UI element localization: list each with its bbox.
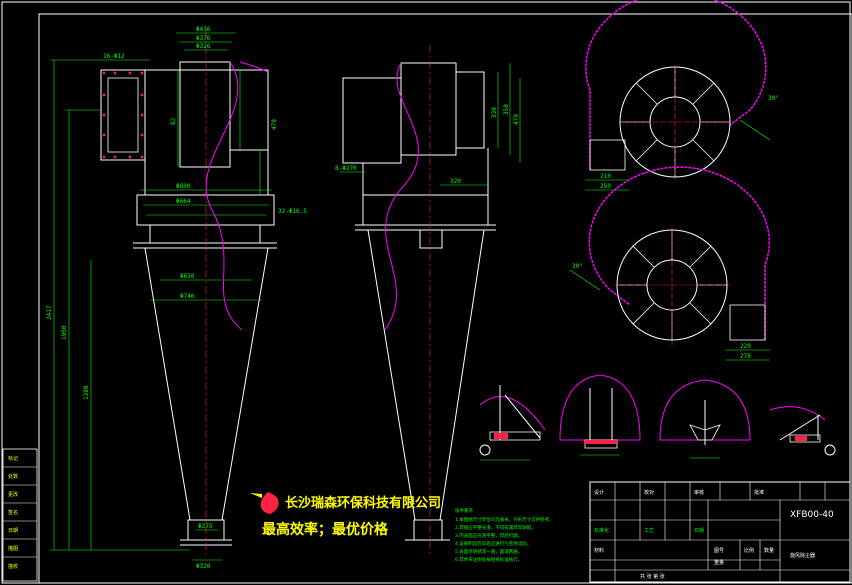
fan-top-w210: 210 xyxy=(600,173,611,180)
tb-product-name: 旋风除尘器 xyxy=(790,552,815,559)
tb-label-qty: 数量 xyxy=(764,547,774,554)
tech-note-line-4: 5.表面涂防锈漆一遍，面漆两遍。 xyxy=(455,548,522,555)
dim-d650: Φ650 xyxy=(180,273,195,280)
strip-label-0: 标记 xyxy=(8,455,18,462)
side-dim-350: 350 xyxy=(503,104,510,115)
side-dim-320: 320 xyxy=(450,178,461,185)
fan-top-w250: 250 xyxy=(600,183,611,190)
dim-d664: Φ664 xyxy=(176,198,191,205)
tech-note-line-0: 1.本图纸尺寸单位均为毫米，外形尺寸仅供参考。 xyxy=(455,516,554,523)
side-dim-270: 8-Φ270 xyxy=(335,165,357,172)
tb-sheet: 共 张 第 张 xyxy=(640,573,665,580)
tech-note-line-2: 3.内表面应光滑平整，焊后打磨。 xyxy=(455,532,522,539)
side-view: 330 350 470 320 8-Φ270 xyxy=(335,45,521,555)
dim-2417: 2417 xyxy=(46,305,53,320)
dim-d746: Φ746 xyxy=(180,293,195,300)
strip-label-4: 日期 xyxy=(8,528,18,534)
fan-view-top: 210 250 30° xyxy=(585,0,779,191)
dim-top-w1: Φ436 xyxy=(196,26,211,33)
dim-1380: 1380 xyxy=(83,385,90,400)
strip-label-3: 签名 xyxy=(8,509,18,516)
detail-views xyxy=(479,374,836,461)
dim-470: 470 xyxy=(271,119,278,130)
dim-top-w2: Φ376 xyxy=(196,35,211,42)
tb-model: XFB00-40 xyxy=(790,510,834,520)
tb-date: 日期 xyxy=(694,528,704,534)
title-block: 设计 校对 审核 批准 标准化 工艺 日期 图号 比例 数量 重量 材料 XFB… xyxy=(589,481,851,583)
tech-notes: 技术要求 1.本图纸尺寸单位均为毫米，外形尺寸仅供参考。 2.焊缝应平整光滑，不… xyxy=(455,507,554,563)
fan-bot-w270: 270 xyxy=(740,353,751,360)
tech-notes-title: 技术要求 xyxy=(455,507,473,514)
company-slogan: 最高效率；最优价格 xyxy=(262,521,389,538)
strip-label-6: 描校 xyxy=(8,563,18,570)
side-strip: 标记 处数 更改 签名 日期 描图 描校 xyxy=(2,448,38,582)
tb-process: 工艺 xyxy=(644,528,654,534)
strip-label-2: 更改 xyxy=(8,491,18,498)
tb-standard: 标准化 xyxy=(594,527,609,534)
tb-label-drawing-no: 图号 xyxy=(714,548,724,554)
tb-design: 设计 xyxy=(594,489,604,496)
tb-review: 审核 xyxy=(694,489,704,496)
dim-bottom1: Φ275 xyxy=(198,523,213,530)
dim-flange-bolts: 16-Φ12 xyxy=(103,53,125,60)
tech-note-line-1: 2.焊缝应平整光滑，不得有漏焊等缺陷。 xyxy=(455,524,536,531)
dim-bolts-32: 32-Φ16.5 xyxy=(278,208,307,215)
tech-note-line-5: 6.其余未注明处按相关标准执行。 xyxy=(455,556,522,563)
tb-label-material: 材料 xyxy=(594,547,604,554)
tb-check: 校对 xyxy=(644,489,654,496)
fan-top-angle: 30° xyxy=(768,95,779,102)
company-logo: 长沙瑞森环保科技有限公司 最高效率；最优价格 xyxy=(250,492,441,538)
fan-bot-angle: 30° xyxy=(572,263,583,270)
side-dim-470: 470 xyxy=(513,114,520,125)
side-dim-330: 330 xyxy=(491,107,498,118)
tech-note-line-3: 4.设备制造完毕后应进行气密性试验。 xyxy=(455,540,531,547)
strip-label-5: 描图 xyxy=(8,545,18,552)
company-name: 长沙瑞森环保科技有限公司 xyxy=(285,495,441,511)
fan-bot-w220: 220 xyxy=(740,343,751,350)
front-view: 2417 1950 1380 16-Φ12 xyxy=(46,26,307,570)
dim-bottom2: Φ320 xyxy=(196,563,211,570)
tb-label-scale: 比例 xyxy=(744,547,754,554)
fan-view-bottom: 220 270 30° xyxy=(569,166,770,361)
tb-approve: 批准 xyxy=(754,489,764,496)
dim-82: 82 xyxy=(170,117,177,125)
dim-d800: Φ800 xyxy=(176,183,191,190)
strip-label-1: 处数 xyxy=(8,473,18,480)
dim-1950: 1950 xyxy=(61,325,68,340)
dim-top-w3: Φ326 xyxy=(196,43,211,50)
tb-label-weight: 重量 xyxy=(714,559,724,566)
